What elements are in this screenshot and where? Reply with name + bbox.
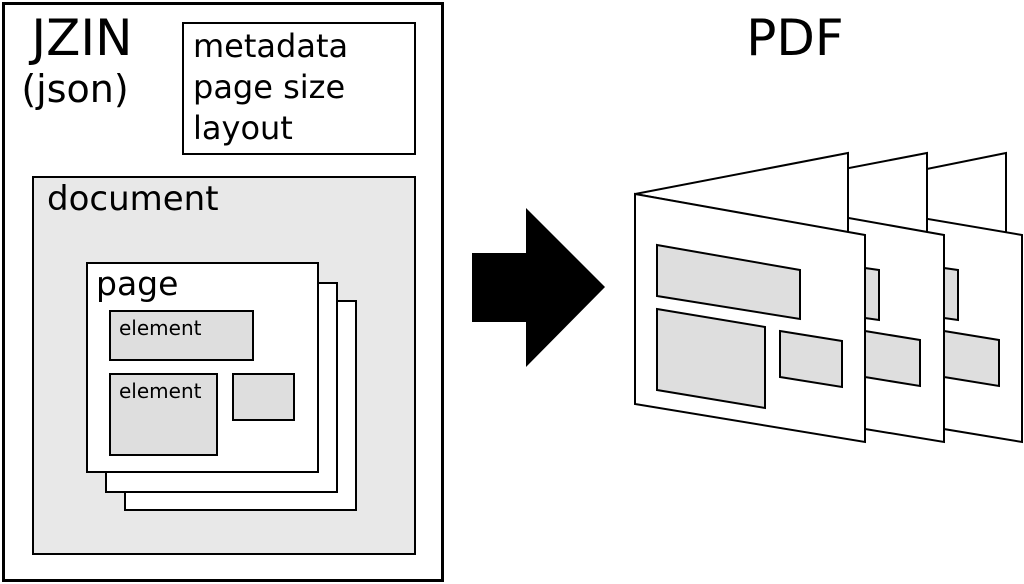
metadata-item: metadata: [193, 27, 349, 65]
pdf-sheet-1-element-b: [656, 307, 766, 410]
pdf-title: PDF: [746, 9, 844, 67]
element-box-1: [109, 310, 254, 361]
jzin-title: JZIN: [31, 9, 133, 67]
pdf-sheet-1: [634, 151, 866, 444]
page-label: page: [96, 264, 179, 303]
pdf-sheet-1-element-a: [656, 243, 801, 321]
pdf-sheet-1-element-c: [779, 329, 843, 389]
pdf-sheet-3-element-b: [943, 329, 1000, 388]
page-size-item: page size: [193, 68, 346, 106]
pdf-sheet-3-element-a: [943, 266, 959, 322]
arrow-shape: [472, 208, 605, 367]
layout-item: layout: [193, 109, 293, 147]
jzin-subtitle: (json): [21, 67, 129, 111]
pdf-sheet-2-element-a: [864, 266, 880, 322]
document-label: document: [47, 179, 219, 219]
element-label-2: element: [119, 379, 202, 403]
pdf-sheet-2-element-b: [864, 329, 921, 388]
metadata-box: metadata page size layout: [182, 22, 416, 155]
element-box-2: [109, 373, 218, 456]
element-box-3: [232, 373, 295, 421]
element-label-1: element: [119, 316, 202, 340]
